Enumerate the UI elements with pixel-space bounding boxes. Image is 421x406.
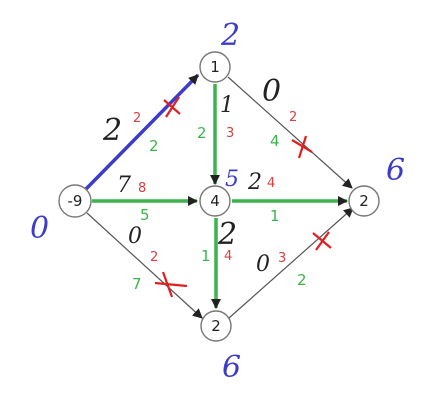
capacity-center-right: 4 — [267, 176, 275, 191]
flow-top-center: 2 — [197, 124, 207, 142]
flow-top-right: 4 — [270, 132, 280, 150]
node-center-label: 4 — [210, 192, 220, 210]
edge-bottom-right — [228, 207, 354, 319]
node-top-label: 1 — [210, 58, 220, 76]
node-right: 2 — [348, 185, 380, 217]
capacity-top-right: 2 — [289, 110, 297, 125]
node-top: 1 — [199, 51, 231, 83]
flow-left-bottom: 7 — [132, 275, 142, 293]
node-bottom-label: 2 — [211, 317, 221, 335]
potential-bottom: 6 — [222, 350, 241, 385]
flow-left-top: 2 — [149, 137, 159, 155]
capacity-left-bottom: 2 — [150, 250, 158, 265]
flow-center-bottom: 1 — [201, 247, 211, 265]
hand-left-bottom: 0 — [128, 224, 142, 249]
hand-left-top: 2 — [102, 113, 122, 148]
potential-top: 2 — [220, 18, 240, 53]
hand-top-right: 0 — [262, 74, 281, 109]
edge-left-bottom — [86, 212, 203, 319]
capacity-top-center: 3 — [226, 126, 234, 141]
hand-bottom-right: 0 — [256, 252, 270, 277]
edge-top-right — [227, 76, 353, 189]
node-left: -9 — [58, 184, 92, 218]
potential-right: 6 — [386, 153, 405, 188]
flow-left-center: 5 — [140, 206, 150, 224]
node-left-label: -9 — [68, 192, 83, 210]
capacity-left-center: 8 — [138, 181, 146, 196]
cross-left-top — [163, 96, 181, 118]
capacity-bottom-right: 3 — [278, 251, 286, 266]
cross-top-right — [291, 135, 313, 159]
hand-center-right: 2 — [247, 170, 262, 195]
cross-left-bottom — [154, 271, 188, 298]
node-center: 4 — [199, 185, 231, 217]
flow-center-right: 1 — [270, 207, 280, 225]
capacity-center-bottom: 4 — [224, 249, 232, 264]
flow-bottom-right: 2 — [297, 271, 307, 289]
hand-left-center: 7 — [117, 173, 131, 198]
hand-center-bottom: 2 — [217, 217, 237, 252]
node-right-label: 2 — [359, 192, 369, 210]
edge-left-top — [84, 73, 200, 191]
cross-bottom-right — [312, 231, 332, 251]
node-bottom: 2 — [200, 310, 232, 342]
hand-top-center: 1 — [220, 93, 234, 118]
capacity-left-top: 2 — [133, 111, 141, 126]
potential-center: 5 — [225, 167, 239, 192]
potential-left: 0 — [30, 211, 49, 246]
